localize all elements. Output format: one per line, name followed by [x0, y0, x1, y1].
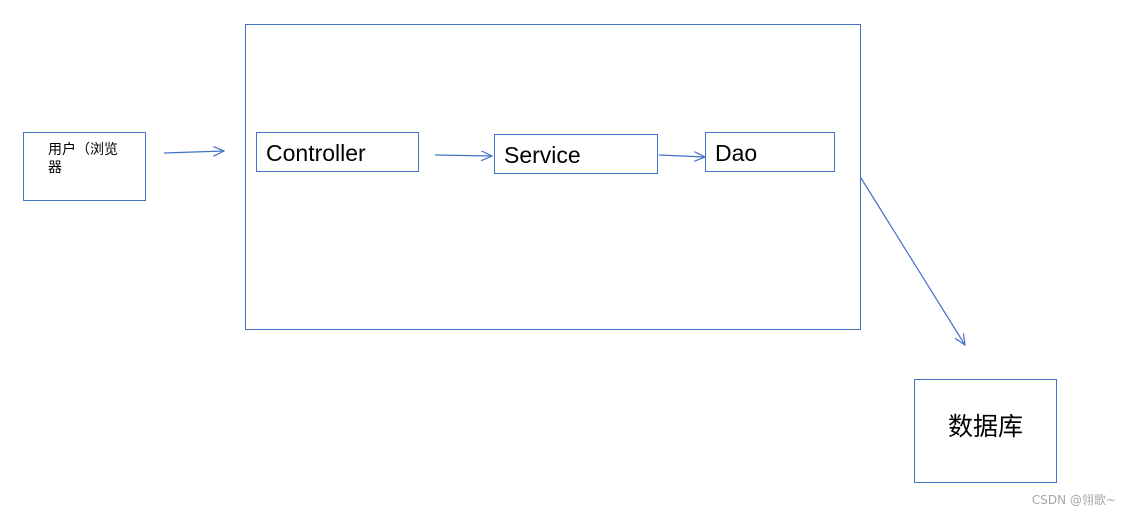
user-browser-label: 用户（浏览器	[48, 142, 118, 176]
service-label: Service	[504, 142, 581, 168]
database-label: 数据库	[947, 412, 1023, 441]
arrow-user-to-server	[163, 151, 224, 153]
database-box: 数据库	[914, 379, 1057, 483]
controller-label: Controller	[266, 140, 366, 166]
controller-box: Controller	[256, 132, 419, 172]
server-container-box	[245, 24, 861, 330]
service-box: Service	[494, 134, 658, 174]
dao-box: Dao	[705, 132, 835, 172]
dao-label: Dao	[715, 140, 758, 166]
watermark: CSDN @翎歌~	[1031, 493, 1116, 507]
arrow-server-to-database	[860, 177, 965, 345]
arrow-service-to-dao	[658, 155, 705, 157]
user-browser-box: 用户（浏览器	[23, 132, 146, 201]
arrow-controller-to-service	[434, 155, 492, 156]
